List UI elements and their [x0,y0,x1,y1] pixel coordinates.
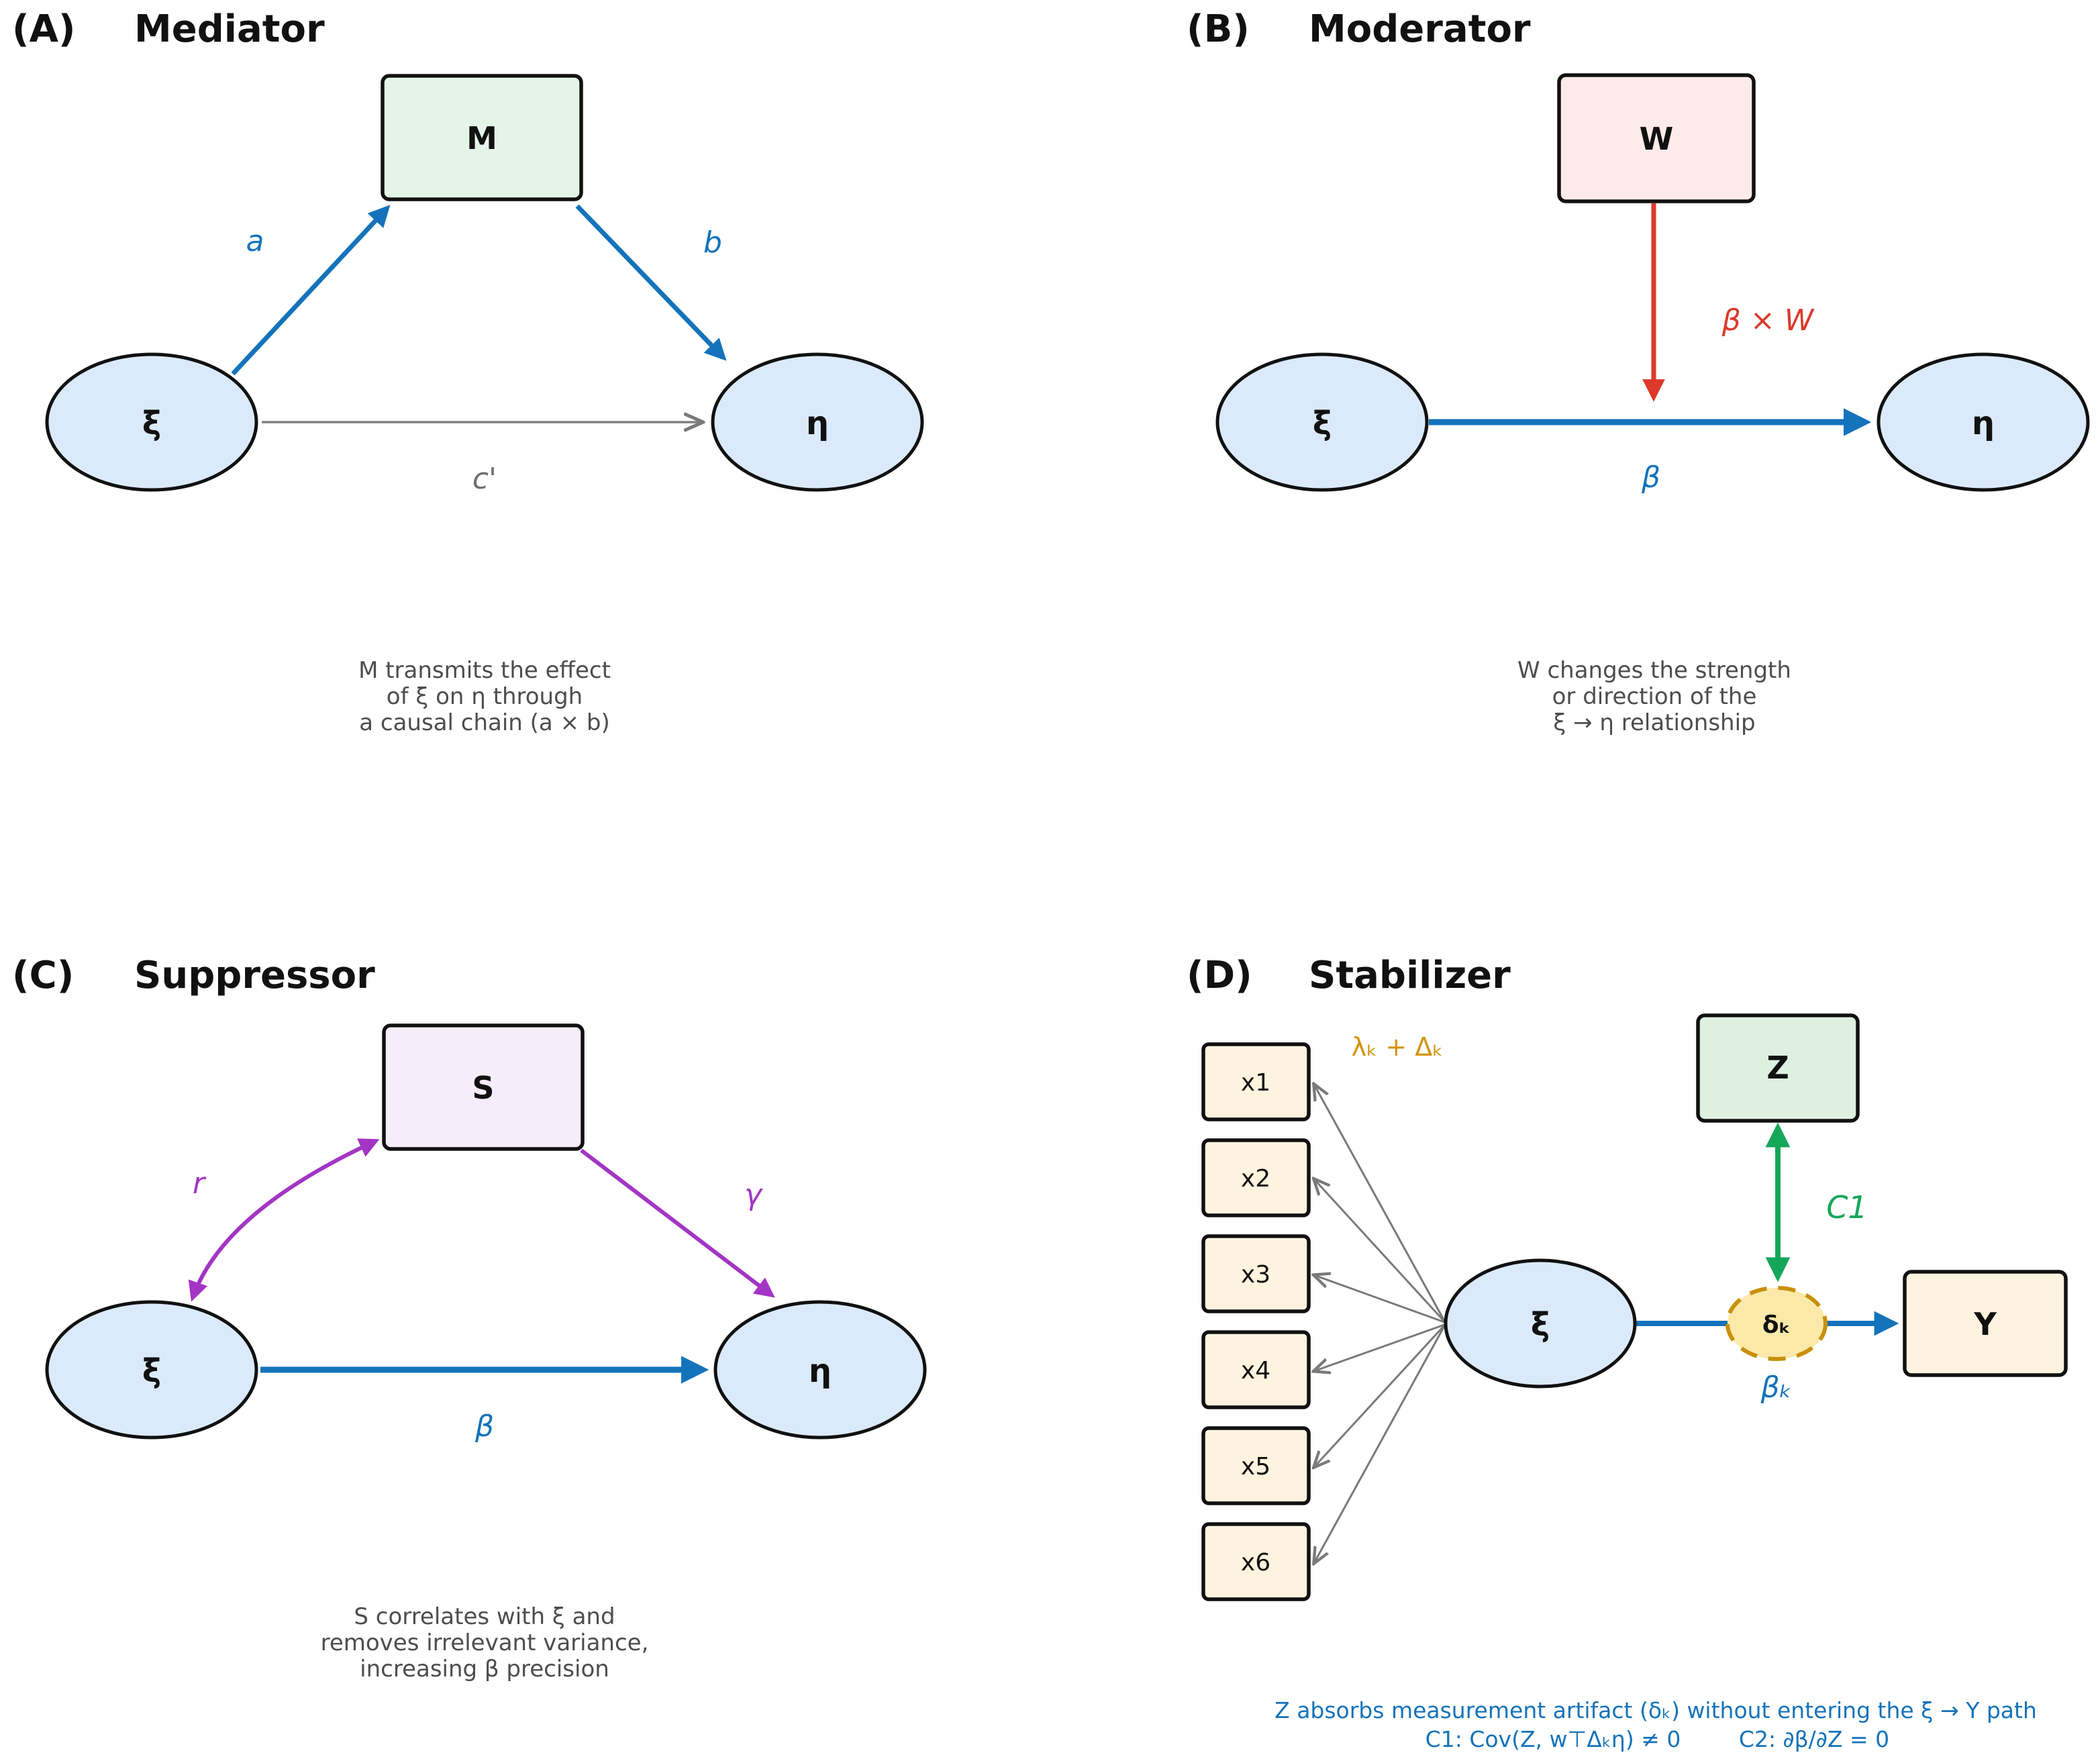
gamma-arrow [580,1148,775,1298]
indicator-box-x5 [1201,1426,1311,1505]
panel-a-caption-line3: a causal chain (a × b) [359,709,609,736]
artifact-delta-ellipse [1726,1286,1828,1361]
indicator-box-x3 [1201,1234,1311,1313]
panel-c-title: Suppressor [134,954,375,997]
indicator-box-x6 [1201,1522,1311,1601]
panel-b-caption-line1: W changes the strength [1517,657,1791,684]
indicator-label-x4: x4 [1241,1357,1270,1385]
stabilizer-note-c2-equation: C2: ∂β/∂Z = 0 [1739,1726,1889,1752]
suppressor-node-box [382,1023,585,1151]
indicator-label-x2: x2 [1241,1165,1270,1193]
panel-d-title: Stabilizer [1309,954,1511,997]
xi-latent-label: ξ [1313,405,1332,442]
stabilizer-note-line1: Z absorbs measurement artifact (δₖ) with… [1274,1697,2037,1723]
eta-latent-label: η [806,405,829,442]
beta-label: β [1641,460,1660,495]
stabilizer-note-c1-equation: C1: Cov(Z, w⊤Δₖη) ≠ 0 [1426,1726,1681,1752]
panel-b-title: Moderator [1309,7,1531,51]
xi-latent-ellipse [1215,352,1429,492]
mediator-node-box [381,74,583,201]
loading-arrow-x3 [1314,1275,1445,1323]
outcome-node-box [1903,1270,2068,1377]
panel-a-tag: (A) [12,7,76,51]
path-c-prime-label: c' [472,462,497,496]
panel-c-caption-line3: increasing β precision [360,1656,609,1682]
indicator-box-x1 [1201,1042,1311,1121]
xi-latent-ellipse [45,1300,258,1440]
path-b-label: b [703,225,722,260]
gamma-label: γ [744,1178,763,1212]
panel-d-tag: (D) [1187,954,1252,997]
xi-latent-ellipse [1444,1258,1637,1389]
panel-stabilizer: (D) Stabilizer λₖ + Δₖ x1 x2 x3 x4 x5 x6… [1187,954,2068,1752]
panel-mediator: (A) Mediator M ξ η a b c' M transmits th… [12,7,924,736]
indicator-label-x6: x6 [1241,1549,1270,1576]
correlation-r-arrow [188,1138,380,1302]
loading-arrow-x4 [1314,1323,1445,1371]
panel-b-caption-line3: ξ → η relationship [1553,709,1755,736]
panel-c-caption-line1: S correlates with ξ and [354,1603,615,1630]
panel-c-caption-line2: removes irrelevant variance, [321,1629,649,1656]
xi-latent-label: ξ [142,405,161,442]
stabilizer-node-box [1696,1013,1860,1123]
xi-latent-label: ξ [142,1352,161,1390]
panel-b-tag: (B) [1187,7,1250,51]
panel-moderator: (B) Moderator W ξ η β × W β W changes th… [1187,7,2090,736]
loading-arrow-x2 [1314,1179,1446,1323]
beta-k-label: βₖ [1760,1370,1793,1405]
xi-latent-ellipse [45,352,258,492]
path-a-arrow [231,205,391,376]
panel-a-title: Mediator [134,7,325,51]
indicator-label-x1: x1 [1241,1069,1270,1097]
interaction-label: β × W [1721,303,1815,338]
loading-arrow-x6 [1314,1325,1446,1563]
loadings-label: λₖ + Δₖ [1352,1032,1444,1062]
loading-arrow-x1 [1314,1085,1446,1321]
suppressor-node-label: S [472,1070,494,1106]
stabilizer-node-label: Z [1766,1050,1789,1086]
moderator-node-box [1557,73,1756,203]
eta-latent-label: η [809,1352,832,1390]
indicator-label-x3: x3 [1241,1261,1270,1289]
eta-latent-label: η [1972,405,1995,442]
loading-arrow-x5 [1314,1324,1446,1467]
artifact-delta-label: δₖ [1762,1311,1791,1339]
eta-latent-ellipse [1877,352,2090,492]
indicator-label-x5: x5 [1241,1453,1270,1480]
panel-a-caption-line2: of ξ on η through [387,683,583,710]
xi-latent-label: ξ [1531,1306,1550,1344]
mediator-node-label: M [466,120,497,156]
eta-latent-ellipse [713,1300,927,1440]
moderator-node-label: W [1640,121,1674,157]
indicator-box-x2 [1201,1138,1311,1217]
panel-b-caption-line2: or direction of the [1552,683,1757,710]
outcome-node-label: Y [1973,1306,1997,1342]
path-b-arrow [575,204,727,361]
panel-a-caption-line1: M transmits the effect [358,657,611,684]
eta-latent-ellipse [711,352,924,492]
c1-path-label: C1 [1826,1189,1867,1225]
panel-suppressor: (C) Suppressor S ξ η r γ β S correlates … [12,954,927,1682]
path-a-label: a [246,224,264,258]
beta-label: β [474,1409,494,1444]
panel-c-tag: (C) [12,954,74,997]
indicator-box-x4 [1201,1330,1311,1409]
correlation-r-label: r [193,1166,207,1201]
